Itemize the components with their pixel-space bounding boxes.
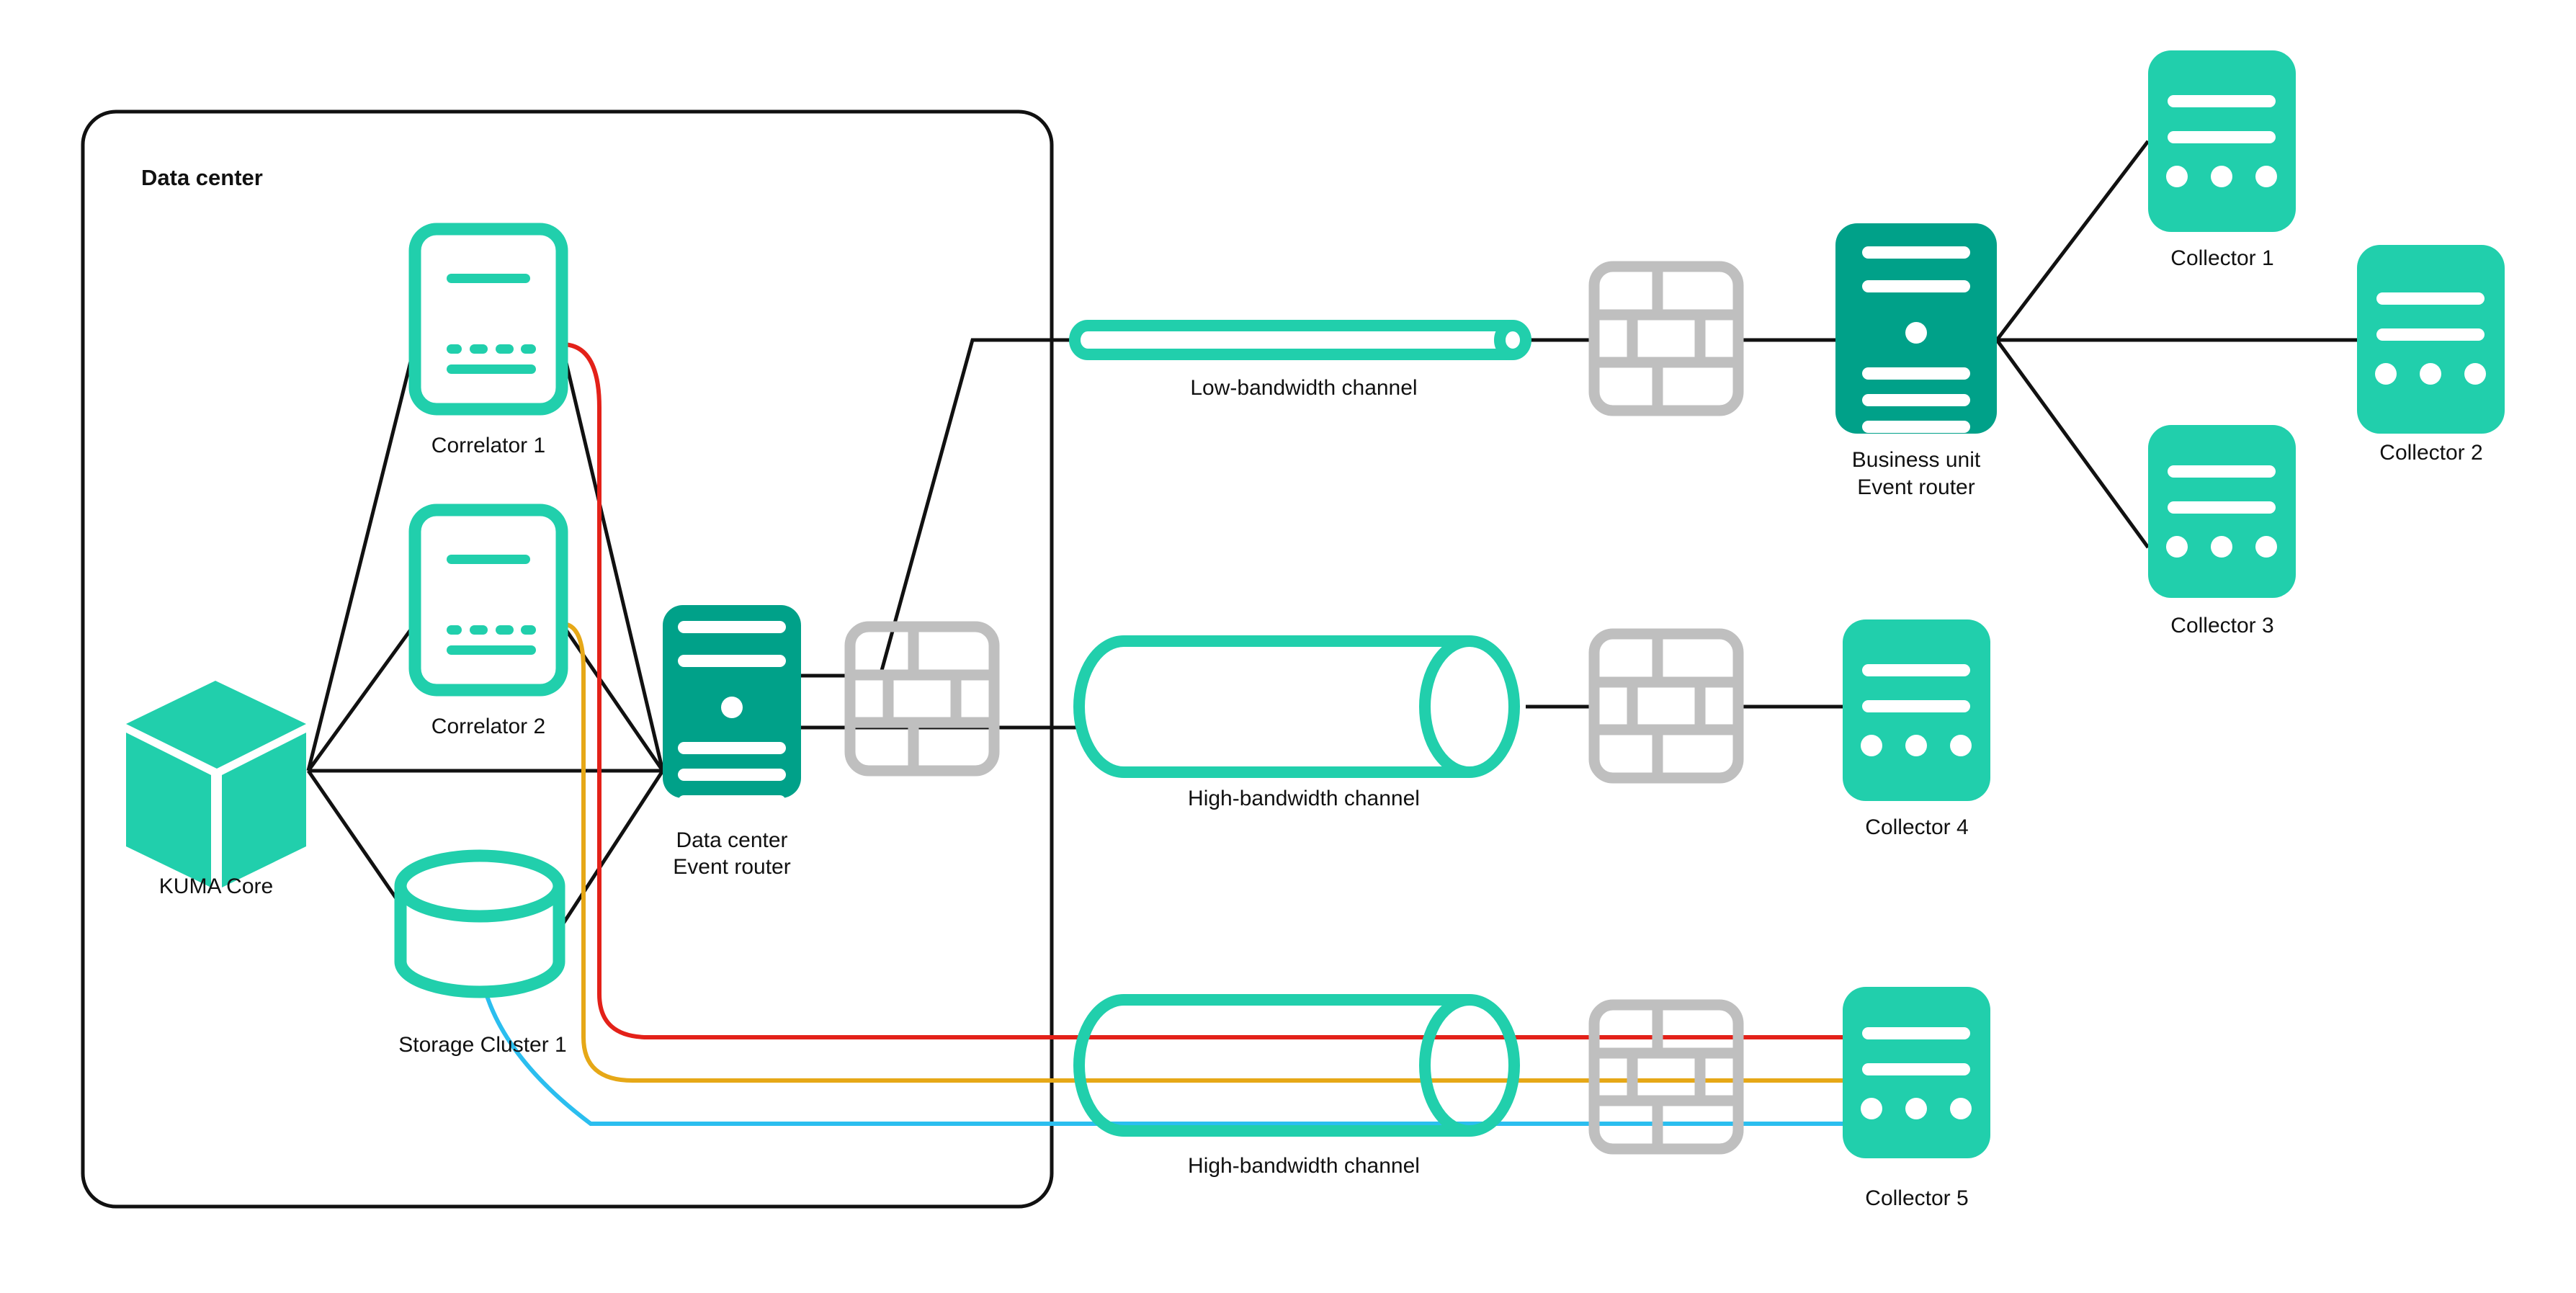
node-correlator-1[interactable] <box>408 223 568 416</box>
correlator-outline <box>408 223 568 416</box>
pipe-body <box>1088 320 1513 360</box>
channel-low-bandwidth[interactable] <box>1069 320 1531 360</box>
correlator-bar-top <box>447 274 530 283</box>
cylinder-left-cap <box>1073 994 1124 1137</box>
correlator-bar-dashed <box>447 344 536 354</box>
node-collector-1[interactable] <box>2148 50 2296 232</box>
correlator-bar-bottom <box>447 645 536 655</box>
collector-2-label: Collector 2 <box>2379 441 2483 465</box>
pipe-left-cap <box>1069 320 1088 360</box>
channel-high-bandwidth-bottom-label: High-bandwidth channel <box>1188 1154 1420 1178</box>
correlator-1-label: Correlator 1 <box>431 434 546 457</box>
collector-1-label: Collector 1 <box>2170 246 2274 270</box>
cube-left-face <box>126 733 211 887</box>
node-kuma-core[interactable] <box>126 681 306 887</box>
cylinder-right-cap <box>1419 994 1520 1137</box>
kuma-core-label: KUMA Core <box>158 874 274 898</box>
node-collector-3[interactable] <box>2148 425 2296 598</box>
correlator-2-label: Correlator 2 <box>431 715 546 738</box>
channel-high-bandwidth-mid[interactable] <box>1073 635 1520 778</box>
collector-4-label: Collector 4 <box>1865 815 1969 839</box>
node-storage-cluster-1[interactable] <box>394 849 565 998</box>
link-burouter-collector1 <box>1995 140 2150 341</box>
link-correlator1-collector5 <box>561 342 1843 1039</box>
dc-event-router-label-line1: Data center <box>676 828 788 852</box>
node-firewall-bottom[interactable] <box>1594 1005 1738 1149</box>
link-correlator2-collector5 <box>561 622 1843 1083</box>
node-bu-event-router[interactable] <box>1835 223 1997 434</box>
storage-cluster-1-label: Storage Cluster 1 <box>398 1033 567 1057</box>
data-center-zone-label: Data center <box>141 165 263 190</box>
link-core-correlator1 <box>306 344 417 771</box>
link-storage-dcrouter <box>560 769 665 927</box>
link-core-correlator2 <box>306 622 417 772</box>
correlator-bar-bottom <box>447 364 536 374</box>
collector-3-label: Collector 3 <box>2170 614 2274 637</box>
bu-event-router-label-line2: Event router <box>1857 475 1975 499</box>
cylinder-body <box>1124 994 1470 1137</box>
cylinder-left-cap <box>1073 635 1124 778</box>
channel-low-bandwidth-label: Low-bandwidth channel <box>1190 376 1418 400</box>
correlator-outline <box>408 504 568 697</box>
cylinder-right-cap <box>1419 635 1520 778</box>
cube-right-face <box>222 733 306 887</box>
node-firewall-dc[interactable] <box>850 627 994 771</box>
cylinder-body <box>1124 635 1470 778</box>
connector-group-black <box>306 140 2357 927</box>
node-collector-4[interactable] <box>1843 619 1990 801</box>
dc-event-router-label-line2: Event router <box>673 855 791 879</box>
link-correlator2-dcrouter <box>560 622 665 772</box>
cylinder-top <box>394 849 565 923</box>
link-burouter-collector3 <box>1995 339 2150 549</box>
collector-5-label: Collector 5 <box>1865 1186 1969 1210</box>
link-correlator1-dcrouter <box>560 344 665 771</box>
link-firewall-to-lowchannel <box>878 338 1076 676</box>
link-storage-collector5 <box>482 986 1843 1126</box>
correlator-bar-top <box>447 555 530 564</box>
channel-high-bandwidth-bottom[interactable] <box>1073 994 1520 1137</box>
node-firewall-mid[interactable] <box>1594 634 1738 778</box>
node-collector-2[interactable] <box>2357 245 2505 434</box>
node-firewall-top[interactable] <box>1594 267 1738 411</box>
node-correlator-2[interactable] <box>408 504 568 697</box>
channel-high-bandwidth-mid-label: High-bandwidth channel <box>1188 787 1420 810</box>
data-center-boundary <box>81 109 1054 1209</box>
node-collector-5[interactable] <box>1843 987 1990 1158</box>
node-dc-event-router[interactable] <box>663 605 801 807</box>
pipe-right-cap <box>1494 320 1531 360</box>
correlator-bar-dashed <box>447 625 536 635</box>
bu-event-router-label-line1: Business unit <box>1851 448 1981 472</box>
cube-top-face <box>126 681 306 769</box>
